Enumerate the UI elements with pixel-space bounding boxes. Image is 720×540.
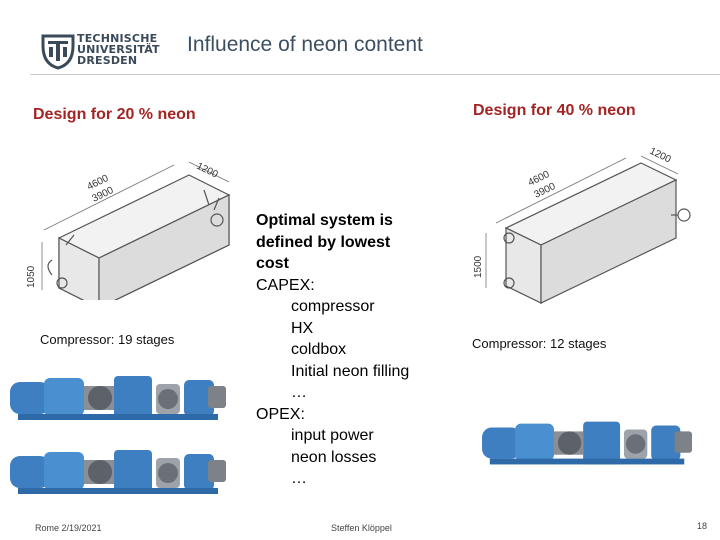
opex-item: input power [291, 427, 374, 444]
cost-line-2: defined by lowest [256, 233, 391, 251]
footer-date: Rome 2/19/2021 [35, 523, 102, 533]
compressor-caption-left: Compressor: 19 stages [40, 332, 175, 347]
compressor-image-left-bottom [10, 450, 226, 494]
footer-page-number: 18 [697, 521, 708, 531]
capex-label: CAPEX: [256, 276, 315, 294]
coldbox-drawing-40-neon: 4600 3900 1200 1500 [473, 146, 691, 304]
opex-item: … [291, 470, 307, 487]
slide-title: Influence of neon content [187, 33, 423, 56]
logo-line-2: UNIVERSITÄT [77, 43, 160, 56]
logo-wordmark: TECHNISCHE UNIVERSITÄT DRESDEN [77, 33, 160, 66]
logo-line-3: DRESDEN [77, 54, 138, 67]
logo-line-1: TECHNISCHE [77, 32, 158, 45]
capex-item: coldbox [291, 341, 347, 358]
tu-dresden-logo-icon [41, 34, 75, 70]
dim-height-right: 1500 [473, 255, 484, 278]
title-divider [30, 74, 720, 75]
compressor-image-left-top [10, 376, 226, 420]
cost-line-3: cost [256, 255, 289, 272]
cost-textbox: Optimal system is defined by lowest cost… [256, 210, 456, 490]
capex-item: Initial neon filling [291, 362, 410, 380]
dim-width-left: 1200 [195, 161, 220, 181]
capex-item: compressor [291, 298, 375, 315]
heading-40-neon: Design for 40 % neon [473, 102, 636, 119]
opex-label: OPEX: [256, 405, 305, 423]
dim-height-left: 1050 [26, 265, 37, 288]
opex-item: neon losses [291, 448, 377, 466]
compressor-image-right [482, 421, 693, 465]
heading-20-neon: Design for 20 % neon [33, 106, 196, 123]
capex-item: … [291, 384, 307, 401]
coldbox-drawing-20-neon: 4600 3900 1200 1050 [26, 161, 231, 300]
footer-author: Steffen Klöppel [331, 523, 392, 533]
dim-width-right: 1200 [648, 146, 673, 166]
cost-line-1: Optimal system is [256, 212, 393, 229]
compressor-caption-right: Compressor: 12 stages [472, 336, 607, 351]
capex-item: HX [291, 319, 314, 337]
